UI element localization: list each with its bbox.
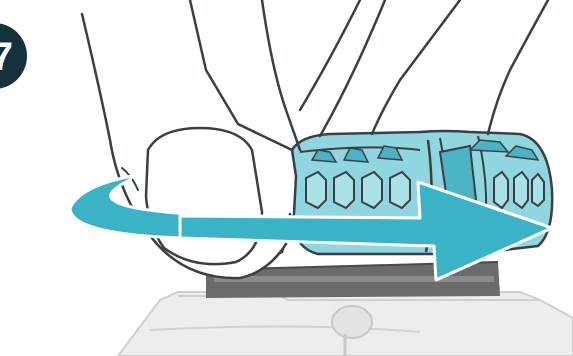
step-badge: 7 (0, 23, 27, 89)
step-number: 7 (0, 35, 13, 79)
